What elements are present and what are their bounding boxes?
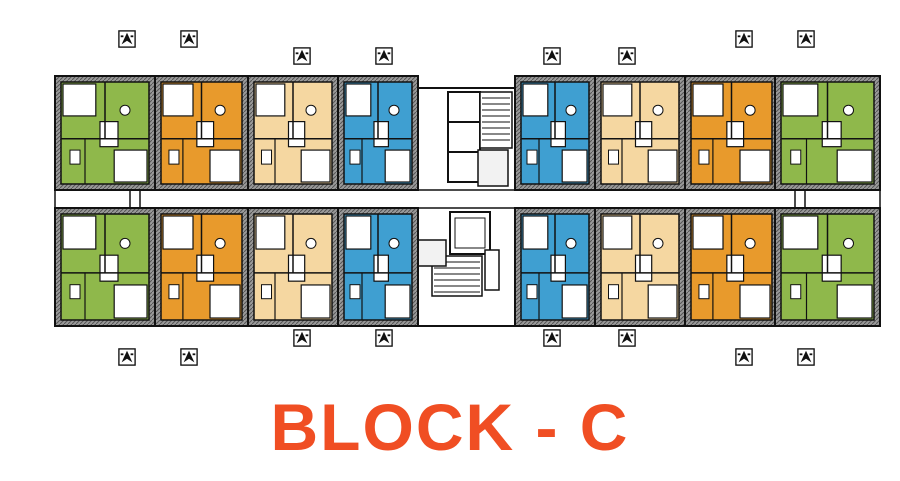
apartment-units (54, 75, 881, 327)
unit-bottom-7-orange (684, 207, 779, 327)
unit-bottom-8-green (774, 207, 881, 327)
compass-rose-icon (118, 348, 136, 366)
compass-rose-icon (618, 47, 636, 65)
unit-top-6-beige (594, 75, 686, 191)
unit-top-1-green (54, 75, 156, 191)
unit-top-4-blue (337, 75, 419, 191)
compass-rose-icon (543, 47, 561, 65)
compass-rose-icon (180, 348, 198, 366)
unit-top-5-blue (514, 75, 596, 191)
compass-rose-icon (293, 329, 311, 347)
unit-top-2-orange (154, 75, 249, 191)
compass-rose-icon (618, 329, 636, 347)
unit-bottom-2-orange (154, 207, 249, 327)
compass-rose-icon (180, 30, 198, 48)
unit-top-8-green (774, 75, 881, 191)
compass-rose-icon (375, 329, 393, 347)
unit-top-7-orange (684, 75, 779, 191)
compass-rose-icon (543, 329, 561, 347)
compass-rose-icon (797, 30, 815, 48)
compass-rose-icon (735, 30, 753, 48)
corridor (54, 189, 881, 209)
unit-bottom-1-green (54, 207, 156, 327)
compass-rose-icon (118, 30, 136, 48)
compass-rose-icon (375, 47, 393, 65)
unit-bottom-3-beige (247, 207, 339, 327)
compass-rose-icon (735, 348, 753, 366)
block-title: BLOCK - C (270, 390, 630, 464)
compass-rose-icon (293, 47, 311, 65)
unit-bottom-4-blue (337, 207, 419, 327)
unit-top-3-beige (247, 75, 339, 191)
unit-bottom-6-beige (594, 207, 686, 327)
compass-rose-icon (797, 348, 815, 366)
unit-bottom-5-blue (514, 207, 596, 327)
